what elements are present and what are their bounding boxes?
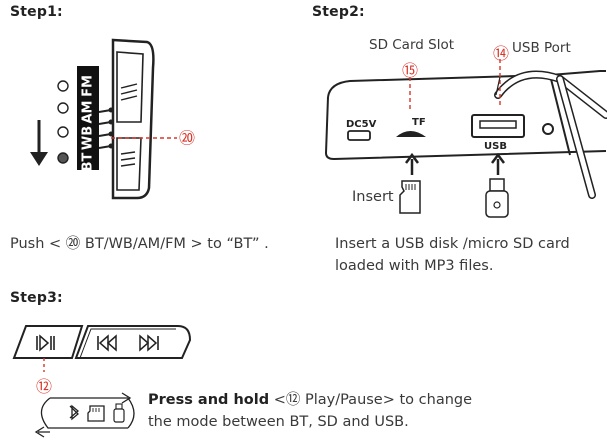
- device-corner-edge: [549, 74, 571, 156]
- step1-mode-switch-illustration: FM AM WB BT ⑳: [30, 38, 195, 200]
- cycle-arrow-forward-icon: [50, 392, 132, 404]
- sd-card-slot-label: SD Card Slot: [369, 37, 455, 53]
- prev-next-key: [74, 325, 192, 359]
- port-label-usb: USB: [484, 141, 507, 152]
- vent-lines-upper: [120, 83, 138, 101]
- callout-14: ⑭: [493, 44, 510, 63]
- position-dot-am: [57, 102, 69, 114]
- step3-line1: Press and hold <⑫ Play/Pause> to change: [148, 389, 472, 411]
- vent-lines-lower: [120, 151, 136, 167]
- play-pause-key: [12, 325, 84, 359]
- step2-heading: Step2:: [312, 4, 365, 20]
- mode-switch-housing: [77, 66, 99, 170]
- insert-label: Insert: [352, 189, 394, 205]
- device-bottom-edge: [324, 96, 607, 161]
- bluetooth-icon: [69, 404, 80, 421]
- play-pause-icon: [36, 334, 55, 352]
- step3-line1-rest: <⑫ Play/Pause> to change: [269, 392, 473, 408]
- micro-sd-card-icon: [399, 180, 421, 214]
- insert-arrow-usb-icon: [491, 152, 505, 175]
- step2-caption-line1: Insert a USB disk /micro SD card: [335, 236, 570, 252]
- usb-stick-small-icon: [115, 403, 123, 410]
- usb-port-label: USB Port: [512, 40, 571, 56]
- switch-label-bt: BT: [81, 152, 96, 171]
- position-dot-wb: [57, 126, 69, 138]
- usb-stick-icon: [489, 178, 505, 192]
- device-side-panel: [111, 38, 155, 200]
- tf-slot-icon: [396, 131, 426, 137]
- next-track-icon: [139, 334, 159, 352]
- step2-ports-illustration: DC5V TF USB: [324, 59, 607, 218]
- callout-12: ⑫: [36, 377, 53, 396]
- step1-heading: Step1:: [10, 4, 63, 20]
- switch-label-wb: WB: [81, 126, 96, 150]
- step3-heading: Step3:: [10, 290, 63, 306]
- step1-caption: Push < ⑳ BT/WB/AM/FM > to “BT” .: [10, 236, 269, 252]
- screw-icon: [542, 123, 554, 135]
- device-upper-panel: [116, 51, 144, 123]
- callout-15: ⑮: [402, 61, 419, 80]
- step3-buttons-illustration: [12, 325, 192, 438]
- callout-20: ⑳: [179, 129, 195, 148]
- port-label-dc5v: DC5V: [346, 119, 377, 130]
- previous-track-icon: [97, 334, 117, 352]
- press-and-hold-text: Press and hold: [148, 392, 270, 408]
- switch-label-am: AM: [81, 101, 96, 124]
- position-dot-fm: [57, 80, 69, 92]
- cycle-arrow-back-icon: [34, 426, 50, 438]
- switch-label-fm: FM: [81, 75, 96, 97]
- down-arrow-icon: [30, 152, 48, 166]
- position-dot-bt-active: [57, 152, 69, 164]
- insert-arrow-sd-icon: [405, 152, 419, 175]
- dc5v-port-icon: [347, 130, 371, 141]
- step3-line2: the mode between BT, SD and USB.: [148, 414, 409, 430]
- port-label-tf: TF: [412, 117, 426, 128]
- sd-card-icon: [87, 405, 105, 422]
- step2-caption-line2: loaded with MP3 files.: [335, 258, 494, 274]
- switch-knob-leads: [98, 109, 112, 149]
